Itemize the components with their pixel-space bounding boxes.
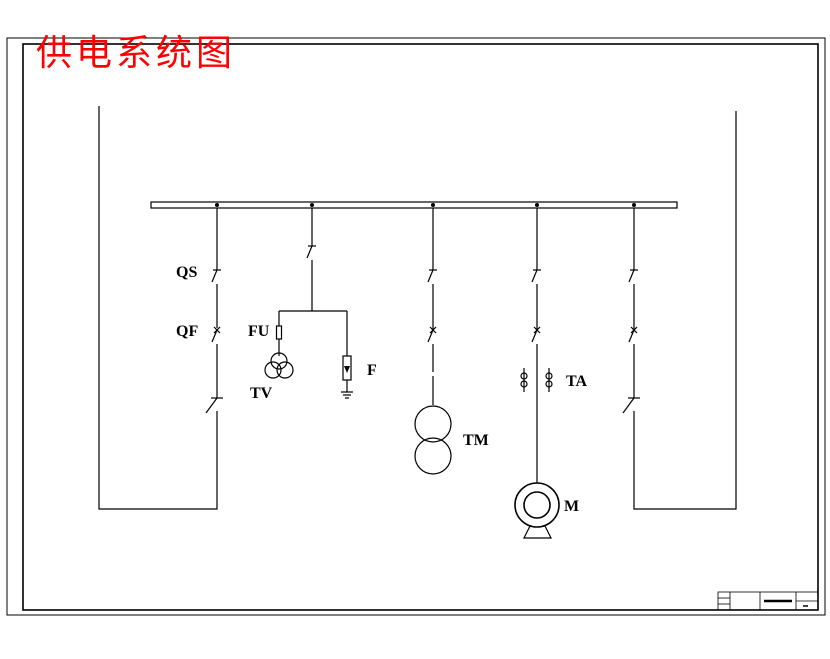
title-block [717, 591, 819, 611]
label-f: F [367, 362, 377, 379]
label-qf: QF [176, 323, 198, 340]
label-ta: TA [566, 373, 587, 390]
ct-ta-right [545, 368, 553, 392]
feeder-right [622, 208, 640, 414]
pt-winding-1 [270, 352, 288, 370]
label-tv: TV [250, 385, 273, 402]
busbar [150, 201, 678, 209]
feeder-transformer [414, 208, 452, 475]
inner-frame [22, 43, 819, 611]
right-enclosure-line [633, 111, 737, 510]
pt-winding-2 [264, 361, 282, 379]
page-title: 供电系统图 [36, 33, 237, 74]
fuse-fu [275, 325, 283, 340]
feeder-pt [264, 208, 353, 399]
label-fu: FU [248, 323, 270, 340]
feeder-left [205, 208, 223, 414]
label-tm: TM [463, 432, 489, 449]
tm-winding-1 [414, 405, 452, 443]
feeder-motor [514, 208, 560, 539]
label-qs: QS [176, 264, 197, 281]
label-m: M [564, 498, 579, 515]
pt-winding-3 [276, 361, 294, 379]
tm-winding-2 [414, 437, 452, 475]
outer-frame [6, 37, 826, 616]
motor-outer [514, 482, 560, 528]
ct-ta-left [520, 368, 528, 392]
left-enclosure-line [98, 106, 218, 510]
motor-inner [523, 491, 551, 519]
